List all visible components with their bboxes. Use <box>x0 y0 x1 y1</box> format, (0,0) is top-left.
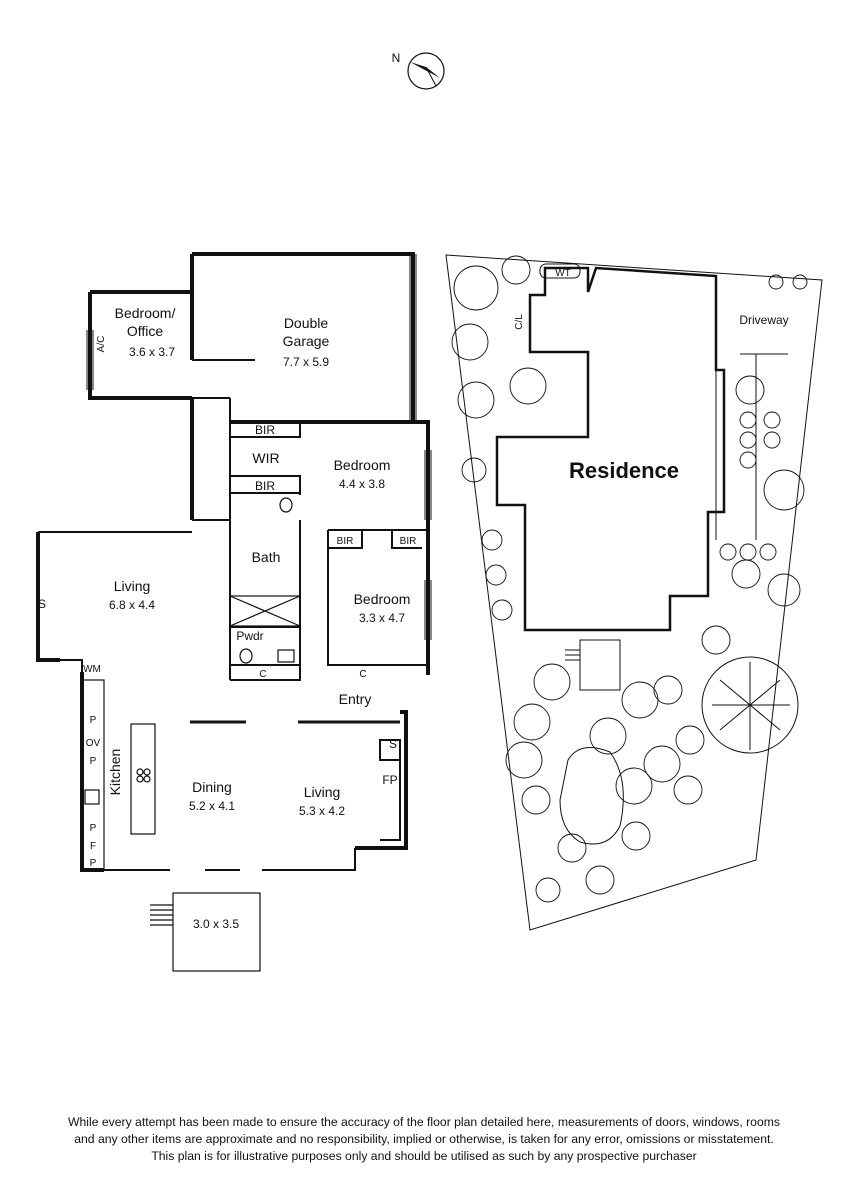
oven-label: OV <box>86 738 101 749</box>
bedroom-office-label-1: Bedroom/ <box>115 305 176 321</box>
c-label-2: C <box>359 669 366 680</box>
north-arrow-icon <box>410 62 440 78</box>
bedroom-1-size: 4.4 x 3.8 <box>339 477 385 491</box>
bath-label: Bath <box>252 549 281 565</box>
deck <box>150 892 261 972</box>
compass: N <box>392 51 445 90</box>
bir-label-3: BIR <box>337 536 354 547</box>
garage-label-2: Garage <box>283 333 330 349</box>
garage-size: 7.7 x 5.9 <box>283 355 329 369</box>
living-2-size: 5.3 x 4.2 <box>299 804 345 818</box>
site-details <box>539 263 799 845</box>
bedroom-office-label-2: Office <box>127 323 164 339</box>
disclaimer-line-1: While every attempt has been made to ens… <box>68 1115 780 1129</box>
fridge-label: F <box>90 841 96 852</box>
living-2-label: Living <box>304 784 341 800</box>
deck-size: 3.0 x 3.5 <box>193 917 239 931</box>
bedroom-1-label: Bedroom <box>334 457 391 473</box>
living-1-size: 6.8 x 4.4 <box>109 598 155 612</box>
dining-label: Dining <box>192 779 232 795</box>
pantry-label-1: P <box>90 715 97 726</box>
living-2-s-label: S <box>389 737 397 751</box>
disclaimer-line-3: This plan is for illustrative purposes o… <box>151 1149 697 1163</box>
windows <box>37 254 432 640</box>
bedroom-office-size: 3.6 x 3.7 <box>129 345 175 359</box>
bedroom-2-label: Bedroom <box>354 591 411 607</box>
c-label-1: C <box>259 669 266 680</box>
kitchen-fixtures <box>81 497 301 871</box>
disclaimer: While every attempt has been made to ens… <box>0 1114 848 1165</box>
wm-label: WM <box>83 664 101 675</box>
trees <box>451 255 808 903</box>
driveway-label: Driveway <box>739 313 788 327</box>
pantry-label-4: P <box>90 858 97 869</box>
fireplace-label: FP <box>382 773 397 787</box>
garage-label-1: Double <box>284 315 329 331</box>
site-boundary <box>445 254 823 931</box>
bir-label-4: BIR <box>400 536 417 547</box>
clothesline-label: C/L <box>514 314 525 330</box>
powder-label: Pwdr <box>236 629 263 643</box>
ac-label: A/C <box>96 336 107 353</box>
wir-label: WIR <box>252 450 279 466</box>
bir-label-2: BIR <box>255 479 275 493</box>
entry-label: Entry <box>339 691 372 707</box>
north-label: N <box>392 51 401 65</box>
living-1-s-label: S <box>38 597 46 611</box>
residence-label: Residence <box>569 458 679 483</box>
pantry-label-3: P <box>90 823 97 834</box>
pantry-label-2: P <box>90 756 97 767</box>
disclaimer-line-2: and any other items are approximate and … <box>74 1132 774 1146</box>
kitchen-label: Kitchen <box>107 749 123 796</box>
bir-label-1: BIR <box>255 423 275 437</box>
living-1-label: Living <box>114 578 151 594</box>
water-tank-label: WT <box>555 268 571 279</box>
residence-outline <box>495 266 726 632</box>
bedroom-2-size: 3.3 x 4.7 <box>359 611 405 625</box>
dining-size: 5.2 x 4.1 <box>189 799 235 813</box>
